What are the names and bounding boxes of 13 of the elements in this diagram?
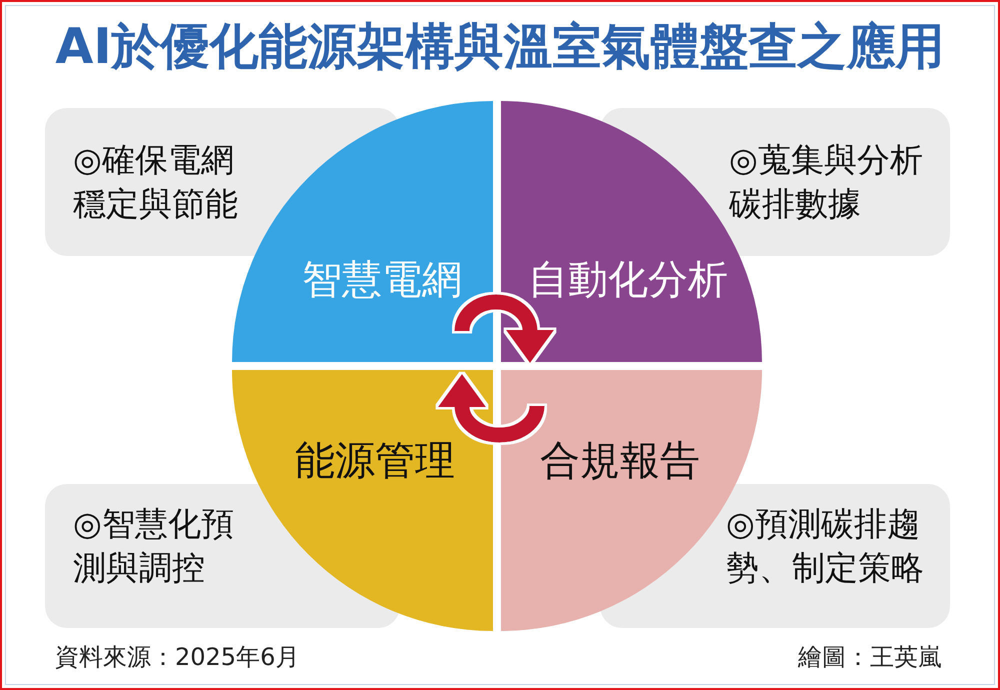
card-text: ◎智慧化預測與調控	[73, 503, 235, 589]
diagram-title: AI於優化能源架構與溫室氣體盤查之應用	[55, 17, 945, 77]
segment-label: 合規報告	[540, 440, 700, 482]
cycle-arrow	[438, 374, 544, 442]
cycle-arrow	[454, 294, 554, 363]
card-text: ◎確保電網穩定與節能	[73, 139, 239, 225]
card-text: ◎預測碳排趨勢、制定策略	[726, 503, 925, 589]
credit-note: 繪圖：王英嵐	[798, 642, 942, 673]
segment-label: 能源管理	[295, 440, 455, 482]
segment-label: 自動化分析	[528, 259, 728, 301]
segment-label: 智慧電網	[302, 259, 462, 301]
card-text: ◎蒐集與分析碳排數據	[729, 139, 924, 225]
source-note: 資料來源：2025年6月	[55, 642, 300, 673]
